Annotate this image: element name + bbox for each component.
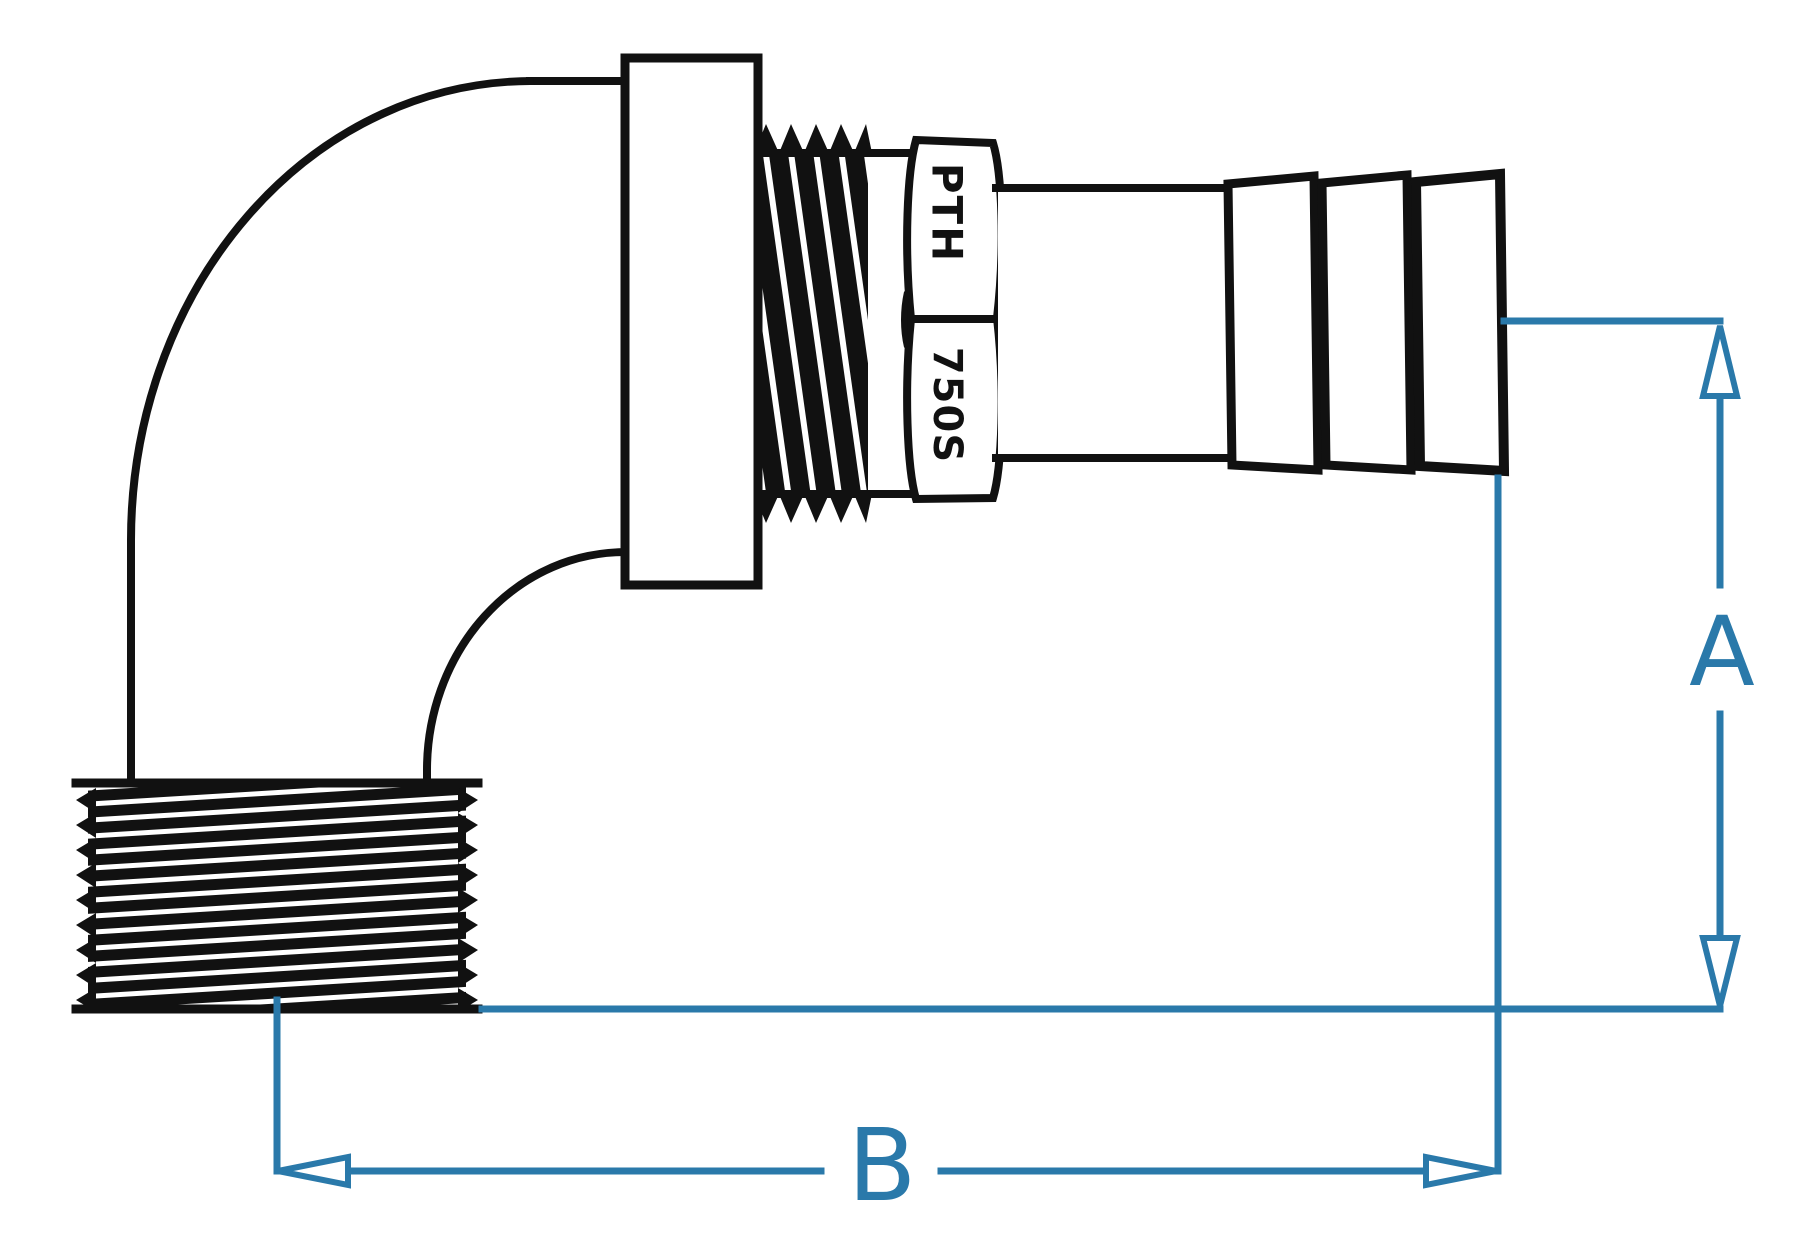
- small-thread-ridges-fill: [752, 153, 868, 494]
- hex-nut: PTH 750S: [901, 135, 1007, 504]
- hex-marking-model: 750S: [924, 347, 970, 463]
- flange: [620, 53, 763, 590]
- barb-ridge-2: [1317, 170, 1416, 475]
- thread-teeth-right: [458, 788, 478, 1012]
- small-thread-teeth-bottom: [754, 494, 872, 523]
- small-thread-teeth-top: [754, 124, 872, 153]
- dim-b-label: B: [848, 1107, 917, 1224]
- dimension-a: A: [478, 317, 1755, 1013]
- dim-a-label: A: [1689, 596, 1755, 708]
- shank-fill: [998, 192, 1232, 454]
- barb-ridge-1: [1223, 171, 1323, 475]
- thread-ridges-fill: [88, 782, 466, 1010]
- dim-a-arrow-up-icon: [1699, 325, 1741, 399]
- dimension-b: B: [273, 474, 1502, 1224]
- dim-b-arrow-right-icon: [1423, 1153, 1497, 1189]
- dim-b-arrow-left-icon: [277, 1153, 351, 1189]
- barb-ridge-3: [1410, 168, 1510, 477]
- thread-teeth-left: [76, 788, 96, 1012]
- hose-barb-shank: [992, 168, 1510, 477]
- elbow-outer-curve: [127, 76, 535, 783]
- elbow-body: [127, 76, 631, 783]
- dim-a-arrow-down-icon: [1699, 935, 1741, 1007]
- male-thread-top: [746, 124, 918, 523]
- elbow-inner-curve: [423, 547, 630, 783]
- hex-chamfer-left: [901, 291, 910, 348]
- male-pipe-thread-bottom: [71, 778, 483, 1014]
- hex-marking-brand: PTH: [923, 163, 972, 264]
